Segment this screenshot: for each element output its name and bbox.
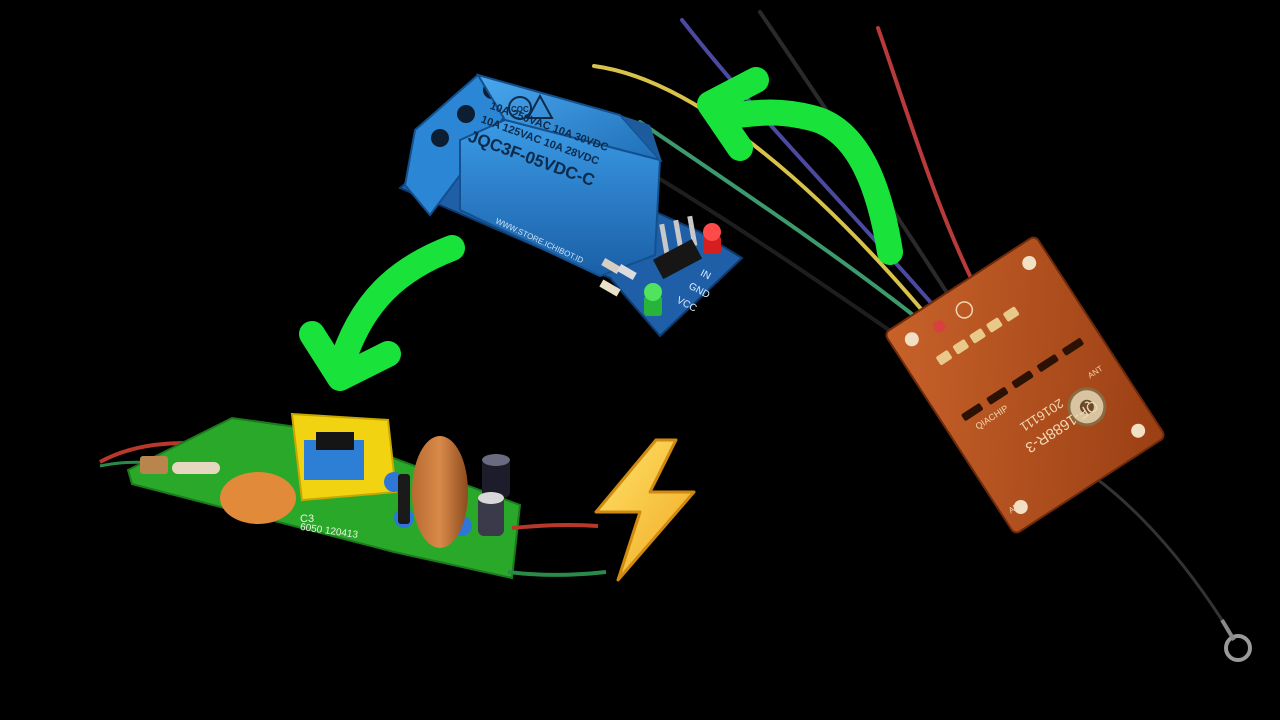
pin-in-label: IN xyxy=(698,268,712,282)
relay-cert-label: CQC xyxy=(511,105,529,114)
rf-receiver-board: QIACHIP 2016111 QF-1688R-3 ANT ANT xyxy=(885,236,1165,534)
green-led xyxy=(644,283,662,316)
power-c3-label: C3 xyxy=(300,513,314,525)
electrolytic-cap-1 xyxy=(482,458,510,498)
high-voltage-icon xyxy=(594,438,696,582)
wire-red xyxy=(876,26,984,302)
power-board: C3 6050 120413 xyxy=(99,412,607,580)
varistor xyxy=(220,472,296,524)
output-wire-red xyxy=(511,522,599,530)
cert-logo xyxy=(508,96,532,120)
wire-purple xyxy=(680,18,948,322)
wire-yellow xyxy=(592,64,934,324)
output-wire-green xyxy=(507,570,607,577)
red-led xyxy=(703,223,721,254)
relay-body-face xyxy=(459,118,662,278)
header-pins xyxy=(659,215,698,255)
receiver-wires xyxy=(592,10,1224,622)
film-capacitor xyxy=(412,436,468,548)
curved-arrow-up-left-icon xyxy=(697,67,903,265)
relay-module: CQC 10A 250VAC 10A 30VDC 10A 125VAC 10A … xyxy=(398,73,744,338)
wire-green xyxy=(638,120,946,342)
antenna-ring xyxy=(1224,634,1252,662)
curved-arrow-down-left-icon xyxy=(299,235,465,391)
electrolytic-cap-2 xyxy=(478,496,504,536)
